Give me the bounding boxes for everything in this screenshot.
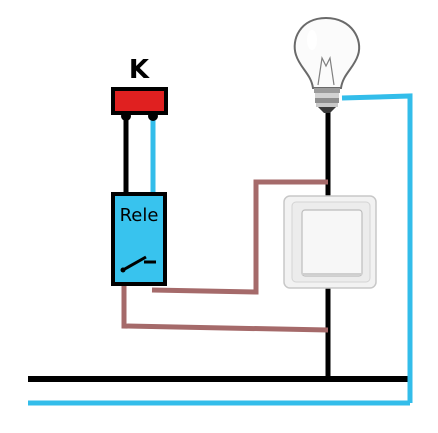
wall-switch-icon: [283, 195, 377, 289]
push-button-k: K: [111, 55, 168, 121]
control-wire-switch-bottom: [121, 284, 329, 333]
push-button-terminal-right: [148, 111, 158, 121]
relay-label: Rele: [120, 205, 159, 226]
phase-wire-bulb: [341, 93, 413, 403]
light-bulb-icon: [293, 16, 361, 113]
relay-contact-icon: [120, 255, 156, 273]
relay: Rele: [111, 192, 167, 286]
control-wire-switch-top: [151, 179, 328, 295]
push-button-label: K: [129, 55, 150, 85]
push-button-body: [111, 87, 168, 115]
push-button-terminal-left: [121, 111, 131, 121]
